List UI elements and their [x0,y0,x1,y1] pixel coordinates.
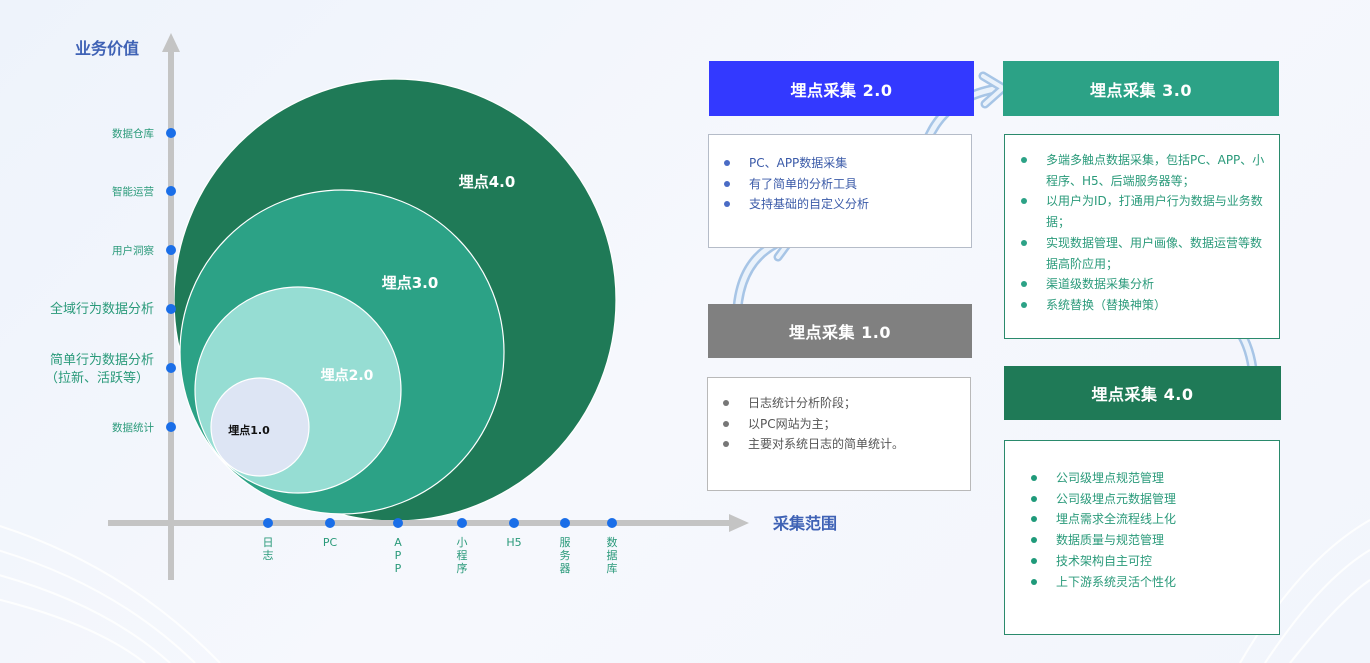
list-item: 实现数据管理、用户画像、数据运营等数据高阶应用； [1021,233,1267,274]
list-item: 技术架构自主可控 [1031,551,1269,572]
x-axis-dot [325,518,335,528]
list-item: 上下游系统灵活个性化 [1031,572,1269,593]
x-axis-label: PC [323,536,338,549]
circle-label-2: 埋点2.0 [321,367,374,384]
y-axis-label: 全域行为数据分析 [50,301,154,317]
circle-label-3: 埋点3.0 [382,274,439,292]
list-item: 多端多触点数据采集，包括PC、APP、小程序、H5、后端服务器等； [1021,150,1267,191]
circle-label-1: 埋点1.0 [228,423,270,437]
x-axis-dot [560,518,570,528]
x-axis-label: 日志 [263,536,274,562]
x-axis-label: 数据库 [607,536,618,575]
list-item: 支持基础的自定义分析 [724,194,971,215]
x-axis-label: 服务器 [560,536,571,575]
y-axis-sublabel: （拉新、活跃等） [45,370,149,386]
x-axis-label: 小程序 [457,536,468,575]
list-item: 渠道级数据采集分析 [1021,274,1267,295]
card-v4-list: 公司级埋点规范管理公司级埋点元数据管理埋点需求全流程线上化数据质量与规范管理技术… [1031,468,1269,592]
background-curves [0,519,1370,663]
y-axis-dot [166,186,176,196]
y-axis-label: 数据统计 [112,421,154,434]
circle-1 [210,377,310,477]
card-v1-title: 埋点采集 1.0 [708,304,972,358]
y-axis-label: 智能运营 [112,185,154,198]
circle-label-4: 埋点4.0 [459,173,516,191]
card-v4-title: 埋点采集 4.0 [1004,366,1281,420]
card-v2-title: 埋点采集 2.0 [709,61,974,116]
list-item: 系统替换（替换神策） [1021,295,1267,316]
x-axis-dot [457,518,467,528]
card-v2-box: PC、APP数据采集有了简单的分析工具支持基础的自定义分析 [708,134,972,248]
list-item: 有了简单的分析工具 [724,174,971,195]
card-v1-list: 日志统计分析阶段；以PC网站为主；主要对系统日志的简单统计。 [723,393,970,455]
y-axis-label: 用户洞察 [112,244,154,257]
x-axis-dot [263,518,273,528]
card-v3-title: 埋点采集 3.0 [1003,61,1279,116]
card-v4-box: 公司级埋点规范管理公司级埋点元数据管理埋点需求全流程线上化数据质量与规范管理技术… [1004,440,1280,635]
list-item: 数据质量与规范管理 [1031,530,1269,551]
y-axis-dot [166,304,176,314]
list-item: 以用户为ID，打通用户行为数据与业务数据； [1021,191,1267,232]
list-item: 埋点需求全流程线上化 [1031,509,1269,530]
x-axis-dot [509,518,519,528]
list-item: 日志统计分析阶段； [723,393,970,414]
y-axis-dot [166,363,176,373]
list-item: 公司级埋点规范管理 [1031,468,1269,489]
y-axis-title: 业务价值 [75,39,139,58]
y-axis-label: 数据仓库 [112,127,154,140]
x-axis-dot [607,518,617,528]
y-axis-dot [166,422,176,432]
y-axis-dot [166,128,176,138]
card-v2-list: PC、APP数据采集有了简单的分析工具支持基础的自定义分析 [724,153,971,215]
list-item: PC、APP数据采集 [724,153,971,174]
card-v3-list: 多端多触点数据采集，包括PC、APP、小程序、H5、后端服务器等；以用户为ID，… [1021,150,1267,316]
x-axis-title: 采集范围 [772,514,837,533]
list-item: 以PC网站为主； [723,414,970,435]
axes [108,33,749,580]
y-axis-dot [166,245,176,255]
x-axis-label: H5 [506,536,521,549]
card-v1-box: 日志统计分析阶段；以PC网站为主；主要对系统日志的简单统计。 [707,377,971,491]
card-v3-box: 多端多触点数据采集，包括PC、APP、小程序、H5、后端服务器等；以用户为ID，… [1004,134,1280,339]
x-axis-dot [393,518,403,528]
y-axis-label: 简单行为数据分析 [50,352,154,368]
list-item: 主要对系统日志的简单统计。 [723,434,970,455]
circle-group [173,78,617,522]
list-item: 公司级埋点元数据管理 [1031,489,1269,510]
